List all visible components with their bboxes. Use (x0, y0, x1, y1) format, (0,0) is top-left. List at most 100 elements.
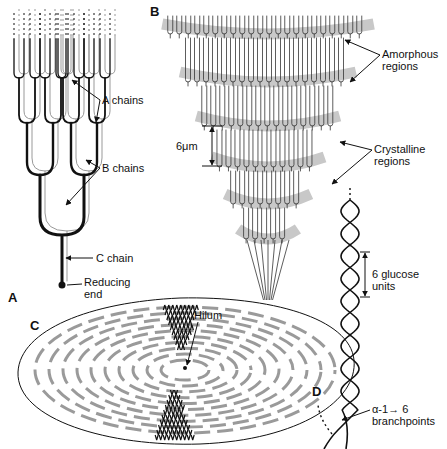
crystallite-wedge (176, 330, 179, 335)
double-helix-cluster (229, 86, 234, 130)
double-helix-cluster (312, 16, 317, 38)
crystallite-wedge (171, 390, 174, 395)
structure-drawing (14, 6, 374, 449)
crystallite-wedge (171, 425, 174, 430)
growth-ring (63, 319, 307, 421)
a-chain (40, 40, 50, 78)
crystallite-wedge (177, 395, 180, 400)
crystallite-wedge (170, 325, 173, 330)
double-helix-cluster (249, 38, 254, 86)
leader-line (350, 55, 380, 82)
crystallite-wedge (187, 305, 190, 310)
amorphous-band (238, 229, 298, 239)
crystallite-wedge (164, 420, 167, 425)
crystallite-wedge (162, 415, 165, 420)
callout-label: A chains (102, 94, 162, 106)
double-helix-cluster (357, 16, 362, 38)
crystallite-wedge (189, 430, 192, 435)
double-helix-cluster (204, 38, 209, 86)
leader-line (66, 168, 100, 205)
crystallite-wedge (185, 320, 188, 325)
double-helix-cluster (289, 130, 294, 171)
double-helix-cluster (283, 86, 288, 130)
double-helix-cluster (258, 171, 263, 208)
double-helix-cluster (312, 38, 317, 86)
crystallite-wedge (167, 400, 170, 405)
crystallite-wedge (161, 430, 164, 435)
double-helix-cluster (271, 130, 276, 171)
crystallite-wedge (181, 320, 184, 325)
crystallite-wedge (172, 330, 175, 335)
chain-end (349, 185, 350, 200)
crystallite-wedge (178, 325, 181, 330)
crystallite-wedge (159, 435, 162, 440)
crystallite-wedge (179, 435, 182, 440)
double-helix-cluster (238, 86, 243, 130)
crystallite-wedge (182, 325, 185, 330)
callout-label: C chain (96, 252, 156, 264)
crystallite-wedge (167, 305, 170, 310)
crystallite-wedge (182, 345, 185, 350)
helix-strand (324, 200, 359, 449)
panel-letter: B (150, 6, 166, 18)
dimension-label: 6μm (176, 140, 206, 152)
chain-end (45, 6, 55, 36)
callout-label: B chains (102, 162, 162, 174)
crystallite-wedge (176, 420, 179, 425)
leader-line (66, 258, 93, 259)
crystallite-wedge (163, 425, 166, 430)
amorphous-band (162, 24, 374, 34)
double-helix-cluster (258, 38, 263, 86)
crystallite-wedge (167, 315, 170, 320)
chain-end (40, 10, 50, 40)
crystallite-wedge (168, 410, 171, 415)
double-helix-cluster (274, 86, 279, 130)
crystallite-wedge (191, 305, 194, 310)
double-helix-cluster (247, 86, 252, 130)
crystallite-wedge (172, 410, 175, 415)
a-chain (84, 40, 94, 78)
double-helix-cluster (276, 38, 281, 86)
crystallite-wedge (173, 310, 176, 315)
crystallite-wedge (190, 325, 193, 330)
chain-end (89, 6, 99, 36)
dimension-tick (360, 252, 370, 253)
crystallite-wedge (164, 410, 167, 415)
crystallite-wedge (169, 395, 172, 400)
crystallite-wedge (184, 330, 187, 335)
b-chain (71, 123, 97, 175)
crystallite-wedge (176, 410, 179, 415)
double-helix-cluster (321, 16, 326, 38)
dimension-tick (202, 126, 222, 127)
double-helix-cluster (195, 16, 200, 38)
chain-end (84, 10, 94, 40)
double-helix-cluster (280, 130, 285, 171)
double-helix-cluster (276, 171, 281, 208)
crystallite-wedge (169, 405, 172, 410)
panel-letter: C (30, 320, 46, 332)
double-helix-cluster (348, 16, 353, 38)
leader-line (67, 284, 82, 285)
crystallite-wedge (169, 320, 172, 325)
crystallite-wedge (175, 390, 178, 395)
double-helix-cluster (294, 16, 299, 38)
crystallite-wedge (183, 435, 186, 440)
double-helix-cluster (285, 171, 290, 208)
crystallite-wedge (183, 305, 186, 310)
growth-ring (49, 313, 321, 427)
crystallite-wedge (173, 320, 176, 325)
crystallite-wedge (188, 330, 191, 335)
callout-label: Amorphous regions (382, 48, 446, 72)
leader-line (332, 150, 372, 184)
crystallite-wedge (173, 430, 176, 435)
double-helix-cluster (262, 130, 267, 171)
a-chain (45, 78, 61, 123)
crystallite-wedge (176, 340, 179, 345)
chain-end (105, 6, 115, 36)
a-chain (63, 78, 79, 123)
crystallite-wedge (171, 305, 174, 310)
double-helix-cluster (204, 16, 209, 38)
crystallite-wedge (181, 430, 184, 435)
